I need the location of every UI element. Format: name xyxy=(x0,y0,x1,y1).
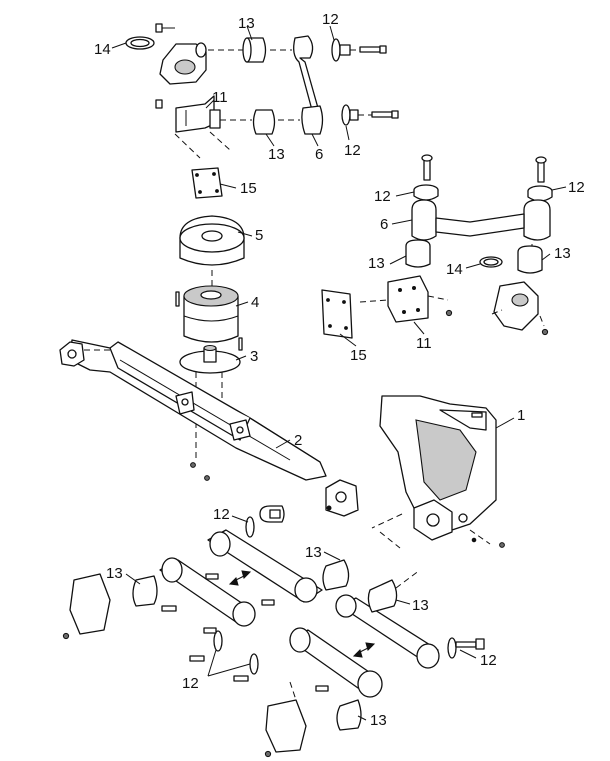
callout-13: 13 xyxy=(370,712,387,729)
upper-rod-assembly xyxy=(125,23,399,199)
center-mount-stack xyxy=(175,215,245,481)
callout-12: 12 xyxy=(480,652,497,669)
washer-12-upper xyxy=(331,38,341,62)
callout-12: 12 xyxy=(344,142,361,159)
bushing-13-right-a xyxy=(405,239,431,268)
callout-13: 13 xyxy=(268,146,285,163)
saddle-housing-1 xyxy=(371,395,505,548)
bushing-13-right-b xyxy=(517,245,543,274)
callout-13: 13 xyxy=(238,15,255,32)
callout-12: 12 xyxy=(374,188,391,205)
callout-2: 2 xyxy=(294,432,302,449)
washer-12-lower-a xyxy=(245,516,255,538)
bushing-13-lower-b xyxy=(367,579,398,613)
screw-top-left xyxy=(155,23,175,33)
callout-12: 12 xyxy=(182,675,199,692)
callout-11: 11 xyxy=(416,335,432,352)
bracket-11-right xyxy=(387,275,429,323)
bushing-13-lower-d xyxy=(336,699,362,731)
callout-13: 13 xyxy=(305,544,322,561)
plate-15-right xyxy=(321,289,353,339)
bracket-11-upper xyxy=(175,95,215,133)
callout-11: 11 xyxy=(212,89,228,106)
callout-12: 12 xyxy=(213,506,230,523)
bushing-13-lower-a xyxy=(322,559,350,591)
plate-15-upper xyxy=(191,167,223,199)
lower-rod-assembly xyxy=(62,505,485,758)
bracket-lower-bottom xyxy=(265,699,307,753)
torque-rod-6 xyxy=(293,35,319,111)
callout-1: 1 xyxy=(517,407,525,424)
right-upper-rod-assembly xyxy=(321,154,553,339)
callout-numbers: 14 13 12 11 13 6 12 15 5 4 3 2 1 12 12 6… xyxy=(94,11,585,729)
callout-15: 15 xyxy=(240,180,257,197)
callout-13: 13 xyxy=(554,245,571,262)
callout-6: 6 xyxy=(315,146,323,163)
washer-12-lower-c xyxy=(249,653,259,675)
callout-12: 12 xyxy=(568,179,585,196)
washer-12-lower xyxy=(341,104,351,126)
washer-12-lower-d xyxy=(213,630,223,652)
callout-13: 13 xyxy=(368,255,385,272)
callout-5: 5 xyxy=(255,227,263,244)
callout-3: 3 xyxy=(250,348,258,365)
callout-15: 15 xyxy=(350,347,367,364)
callout-14: 14 xyxy=(446,261,463,278)
callout-13: 13 xyxy=(412,597,429,614)
bracket-lower-left xyxy=(69,573,111,635)
leader-lines xyxy=(111,25,567,721)
bushing-13-lower xyxy=(252,109,276,135)
callout-4: 4 xyxy=(251,294,259,311)
equalizer-beam-2 xyxy=(59,339,359,517)
callout-12: 12 xyxy=(322,11,339,28)
washer-12-lower-b xyxy=(447,637,457,659)
callout-14: 14 xyxy=(94,41,111,58)
callout-6: 6 xyxy=(380,216,388,233)
torque-rod-6-right xyxy=(435,213,525,237)
callout-13: 13 xyxy=(106,565,123,582)
bushing-13-lower-c xyxy=(132,575,158,607)
